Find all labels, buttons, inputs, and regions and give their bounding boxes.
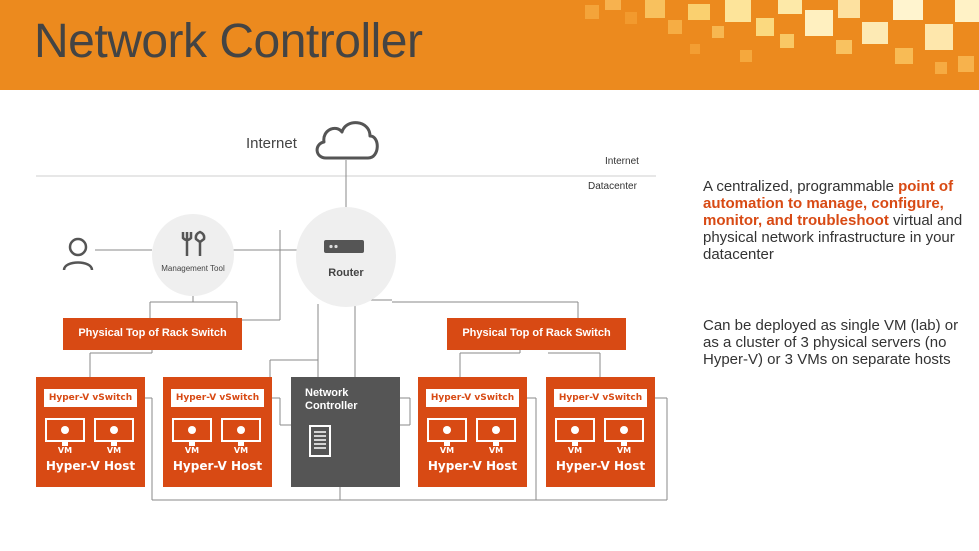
description-paragraph-1: A centralized, programmable point of aut… (703, 178, 963, 263)
vm-monitor-icon (94, 418, 134, 446)
hyperv-host-3: Hyper-V vSwitch VM VM Hyper-V Host (418, 377, 527, 487)
tools-icon (181, 230, 206, 256)
vswitch-label: Hyper-V vSwitch (554, 389, 647, 407)
network-controller-node: Network Controller (291, 377, 400, 487)
page-title: Network Controller (34, 15, 423, 68)
tor-switch-left-label: Physical Top of Rack Switch (78, 327, 227, 339)
vm-monitor-icon (427, 418, 467, 446)
hyperv-host-4: Hyper-V vSwitch VM VM Hyper-V Host (546, 377, 655, 487)
router-label: Router (328, 267, 364, 279)
hyperv-host-2: Hyper-V vSwitch VM VM Hyper-V Host (163, 377, 272, 487)
host-label: Hyper-V Host (555, 459, 646, 473)
vm-label: VM (233, 446, 249, 455)
vm-monitor-icon (221, 418, 261, 446)
user-icon (62, 237, 94, 271)
gear-icon (620, 426, 628, 434)
gear-icon (237, 426, 245, 434)
vm-label: VM (184, 446, 200, 455)
vm-monitor-icon (604, 418, 644, 446)
tor-switch-right: Physical Top of Rack Switch (447, 318, 626, 350)
vm-label: VM (488, 446, 504, 455)
host-label: Hyper-V Host (45, 459, 136, 473)
gear-icon (61, 426, 69, 434)
header-banner: Network Controller (0, 0, 979, 90)
gear-icon (110, 426, 118, 434)
vm-monitor-icon (555, 418, 595, 446)
zone-internet-label: Internet (605, 156, 639, 167)
gear-icon (443, 426, 451, 434)
vm-label: VM (439, 446, 455, 455)
router-icon (324, 240, 364, 253)
hyperv-host-1: Hyper-V vSwitch VM VM Hyper-V Host (36, 377, 145, 487)
description-text: A centralized, programmable (703, 178, 894, 195)
description-highlight: point of automation to manage, configure… (703, 178, 954, 229)
zone-datacenter-label: Datacenter (588, 181, 637, 192)
vm-label: VM (567, 446, 583, 455)
tor-switch-left: Physical Top of Rack Switch (63, 318, 242, 350)
cloud-icon (315, 121, 379, 160)
vswitch-label: Hyper-V vSwitch (44, 389, 137, 407)
vswitch-label: Hyper-V vSwitch (426, 389, 519, 407)
description-paragraph-2: Can be deployed as single VM (lab) or as… (703, 317, 963, 368)
vm-label: VM (106, 446, 122, 455)
vm-monitor-icon (45, 418, 85, 446)
host-label: Hyper-V Host (172, 459, 263, 473)
gear-icon (492, 426, 500, 434)
host-label: Hyper-V Host (427, 459, 518, 473)
vm-label: VM (616, 446, 632, 455)
tor-switch-right-label: Physical Top of Rack Switch (462, 327, 611, 339)
management-tool-label: Management Tool (161, 264, 225, 273)
vswitch-label: Hyper-V vSwitch (171, 389, 264, 407)
gear-icon (571, 426, 579, 434)
gear-icon (188, 426, 196, 434)
description-text: virtual and physical network infrastruct… (703, 212, 963, 263)
vm-monitor-icon (476, 418, 516, 446)
vm-monitor-icon (172, 418, 212, 446)
vm-label: VM (57, 446, 73, 455)
description-text: Can be deployed as single VM (lab) or as… (703, 317, 959, 368)
management-tool-node: Management Tool (152, 214, 234, 296)
server-icon (309, 425, 331, 457)
internet-label: Internet (246, 135, 297, 152)
router-node: Router (296, 207, 396, 307)
network-controller-label: Network Controller (305, 387, 358, 412)
